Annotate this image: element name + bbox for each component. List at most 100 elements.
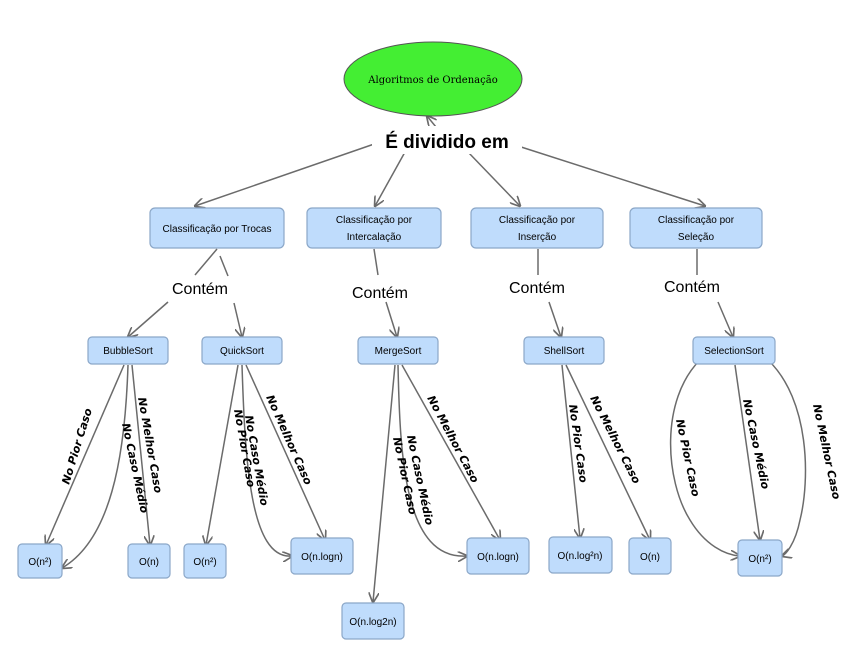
edge-label-selection-avg: No Caso Médio	[740, 398, 772, 491]
link-selection-worst	[669, 359, 740, 556]
link-root-intercalacao	[375, 151, 406, 206]
complexity-box	[548, 536, 613, 574]
link-merge-best	[401, 364, 500, 540]
algorithm-node-bubble[interactable]: BubbleSort	[87, 336, 169, 365]
complexity-node-bubble-worst[interactable]: O(n²)	[17, 543, 63, 579]
complexity-label: O(n.logn)	[477, 552, 519, 563]
category-label-line1: Classificação por	[336, 215, 413, 226]
contains-label-trocas: Contém	[172, 281, 228, 298]
root-ellipse	[343, 41, 523, 117]
algorithm-node-merge[interactable]: MergeSort	[357, 336, 439, 365]
complexity-box	[466, 537, 530, 575]
category-label-line2: Inserção	[518, 232, 557, 243]
link-merge-avg	[397, 364, 467, 556]
category-node-insercao[interactable]: Classificação por Inserção	[470, 207, 604, 249]
complexity-label: O(n²)	[748, 554, 771, 565]
algorithm-label: MergeSort	[375, 346, 422, 357]
link-shell-best	[565, 364, 650, 540]
link-contem-shell	[548, 301, 561, 337]
complexity-node-bubble-best[interactable]: O(n)	[127, 543, 171, 579]
link-contem-selection	[717, 301, 733, 337]
complexity-node-selection-all[interactable]: O(n²)	[737, 539, 783, 577]
complexity-box	[628, 537, 672, 575]
category-label: Classificação por Trocas	[163, 224, 272, 235]
complexity-label: O(n²)	[193, 557, 216, 568]
algorithm-label: SelectionSort	[704, 346, 764, 357]
algorithm-label: BubbleSort	[103, 346, 153, 357]
root-link-label: É dividido em	[385, 131, 509, 153]
category-node-selecao[interactable]: Classificação por Seleção	[629, 207, 763, 249]
algorithm-box	[357, 336, 439, 365]
complexity-box	[290, 537, 354, 575]
complexity-node-merge-avg-best[interactable]: O(n.logn)	[466, 537, 530, 575]
complexity-box	[341, 602, 405, 640]
category-box	[629, 207, 763, 249]
category-box	[306, 207, 442, 249]
algorithm-box	[87, 336, 169, 365]
complexity-label: O(n.logn)	[301, 552, 343, 563]
link-contem-quick	[233, 302, 242, 337]
link-contem-bubble	[128, 301, 169, 337]
complexity-node-shell-worst[interactable]: O(n.log²n)	[548, 536, 613, 574]
link-bubble-worst	[46, 364, 125, 545]
complexity-box	[127, 543, 171, 579]
complexity-box	[183, 543, 227, 579]
link-root-trocas	[195, 141, 381, 206]
complexity-label: O(n)	[139, 557, 159, 568]
root-node[interactable]: Algoritmos de Ordenação	[343, 41, 523, 117]
link-quick-best	[245, 364, 325, 540]
complexity-label: O(n.log2n)	[349, 617, 396, 628]
contains-label-selecao: Contém	[664, 279, 720, 296]
complexity-box	[17, 543, 63, 579]
link-root-selecao	[517, 145, 705, 206]
complexity-box	[737, 539, 783, 577]
link-bubble-avg	[62, 364, 129, 568]
category-node-trocas[interactable]: Classificação por Trocas	[149, 207, 285, 249]
link-selection-best	[767, 359, 807, 556]
algorithm-label: QuickSort	[220, 346, 264, 357]
algorithm-box	[692, 336, 776, 365]
edge-label-selection-worst: No Pior Caso	[673, 418, 702, 498]
edge-label-merge-best: No Melhor Caso	[424, 393, 481, 485]
link-bubble-best	[131, 364, 150, 545]
category-node-intercalacao[interactable]: Classificação por Intercalação	[306, 207, 442, 249]
root-link-label-bg	[372, 126, 522, 154]
edge-label-selection-best: No Melhor Caso	[810, 403, 843, 501]
complexity-node-merge-worst[interactable]: O(n.log2n)	[341, 602, 405, 640]
complexity-node-quick-avg-best[interactable]: O(n.logn)	[290, 537, 354, 575]
category-label-line1: Classificação por	[658, 215, 735, 226]
link-intercalacao-contem	[373, 248, 379, 276]
link-trocas-contem-2	[219, 255, 229, 277]
algorithm-box	[201, 336, 283, 365]
link-merge-worst	[373, 364, 396, 602]
algorithm-box	[523, 336, 605, 365]
link-quick-avg	[241, 364, 292, 556]
complexity-label: O(n)	[640, 552, 660, 563]
category-label-line2: Seleção	[678, 232, 715, 243]
category-box	[149, 207, 285, 249]
link-trocas-contem	[194, 248, 218, 276]
contains-label-intercalacao: Contém	[352, 285, 408, 302]
root-label: Algoritmos de Ordenação	[367, 75, 497, 86]
case-labels: No Pior Caso No Caso Médio No Melhor Cas…	[59, 393, 843, 527]
link-contem-merge	[385, 301, 397, 337]
contains-label-insercao: Contém	[509, 280, 565, 297]
category-label-line1: Classificação por	[499, 215, 576, 226]
edge-label-shell-best: No Melhor Caso	[587, 393, 643, 486]
algorithm-node-shell[interactable]: ShellSort	[523, 336, 605, 365]
complexity-label: O(n²)	[28, 557, 51, 568]
link-root-insercao	[467, 151, 520, 206]
link-shell-worst	[561, 364, 580, 538]
algorithm-node-selection[interactable]: SelectionSort	[692, 336, 776, 365]
complexity-links	[46, 359, 807, 602]
link-selection-avg	[734, 364, 760, 540]
complexity-node-shell-best[interactable]: O(n)	[628, 537, 672, 575]
category-links	[128, 248, 733, 337]
algorithm-label: ShellSort	[544, 346, 585, 357]
complexity-label: O(n.log²n)	[557, 551, 602, 562]
algorithm-node-quick[interactable]: QuickSort	[201, 336, 283, 365]
complexity-node-quick-worst[interactable]: O(n²)	[183, 543, 227, 579]
category-box	[470, 207, 604, 249]
root-links	[195, 116, 705, 206]
